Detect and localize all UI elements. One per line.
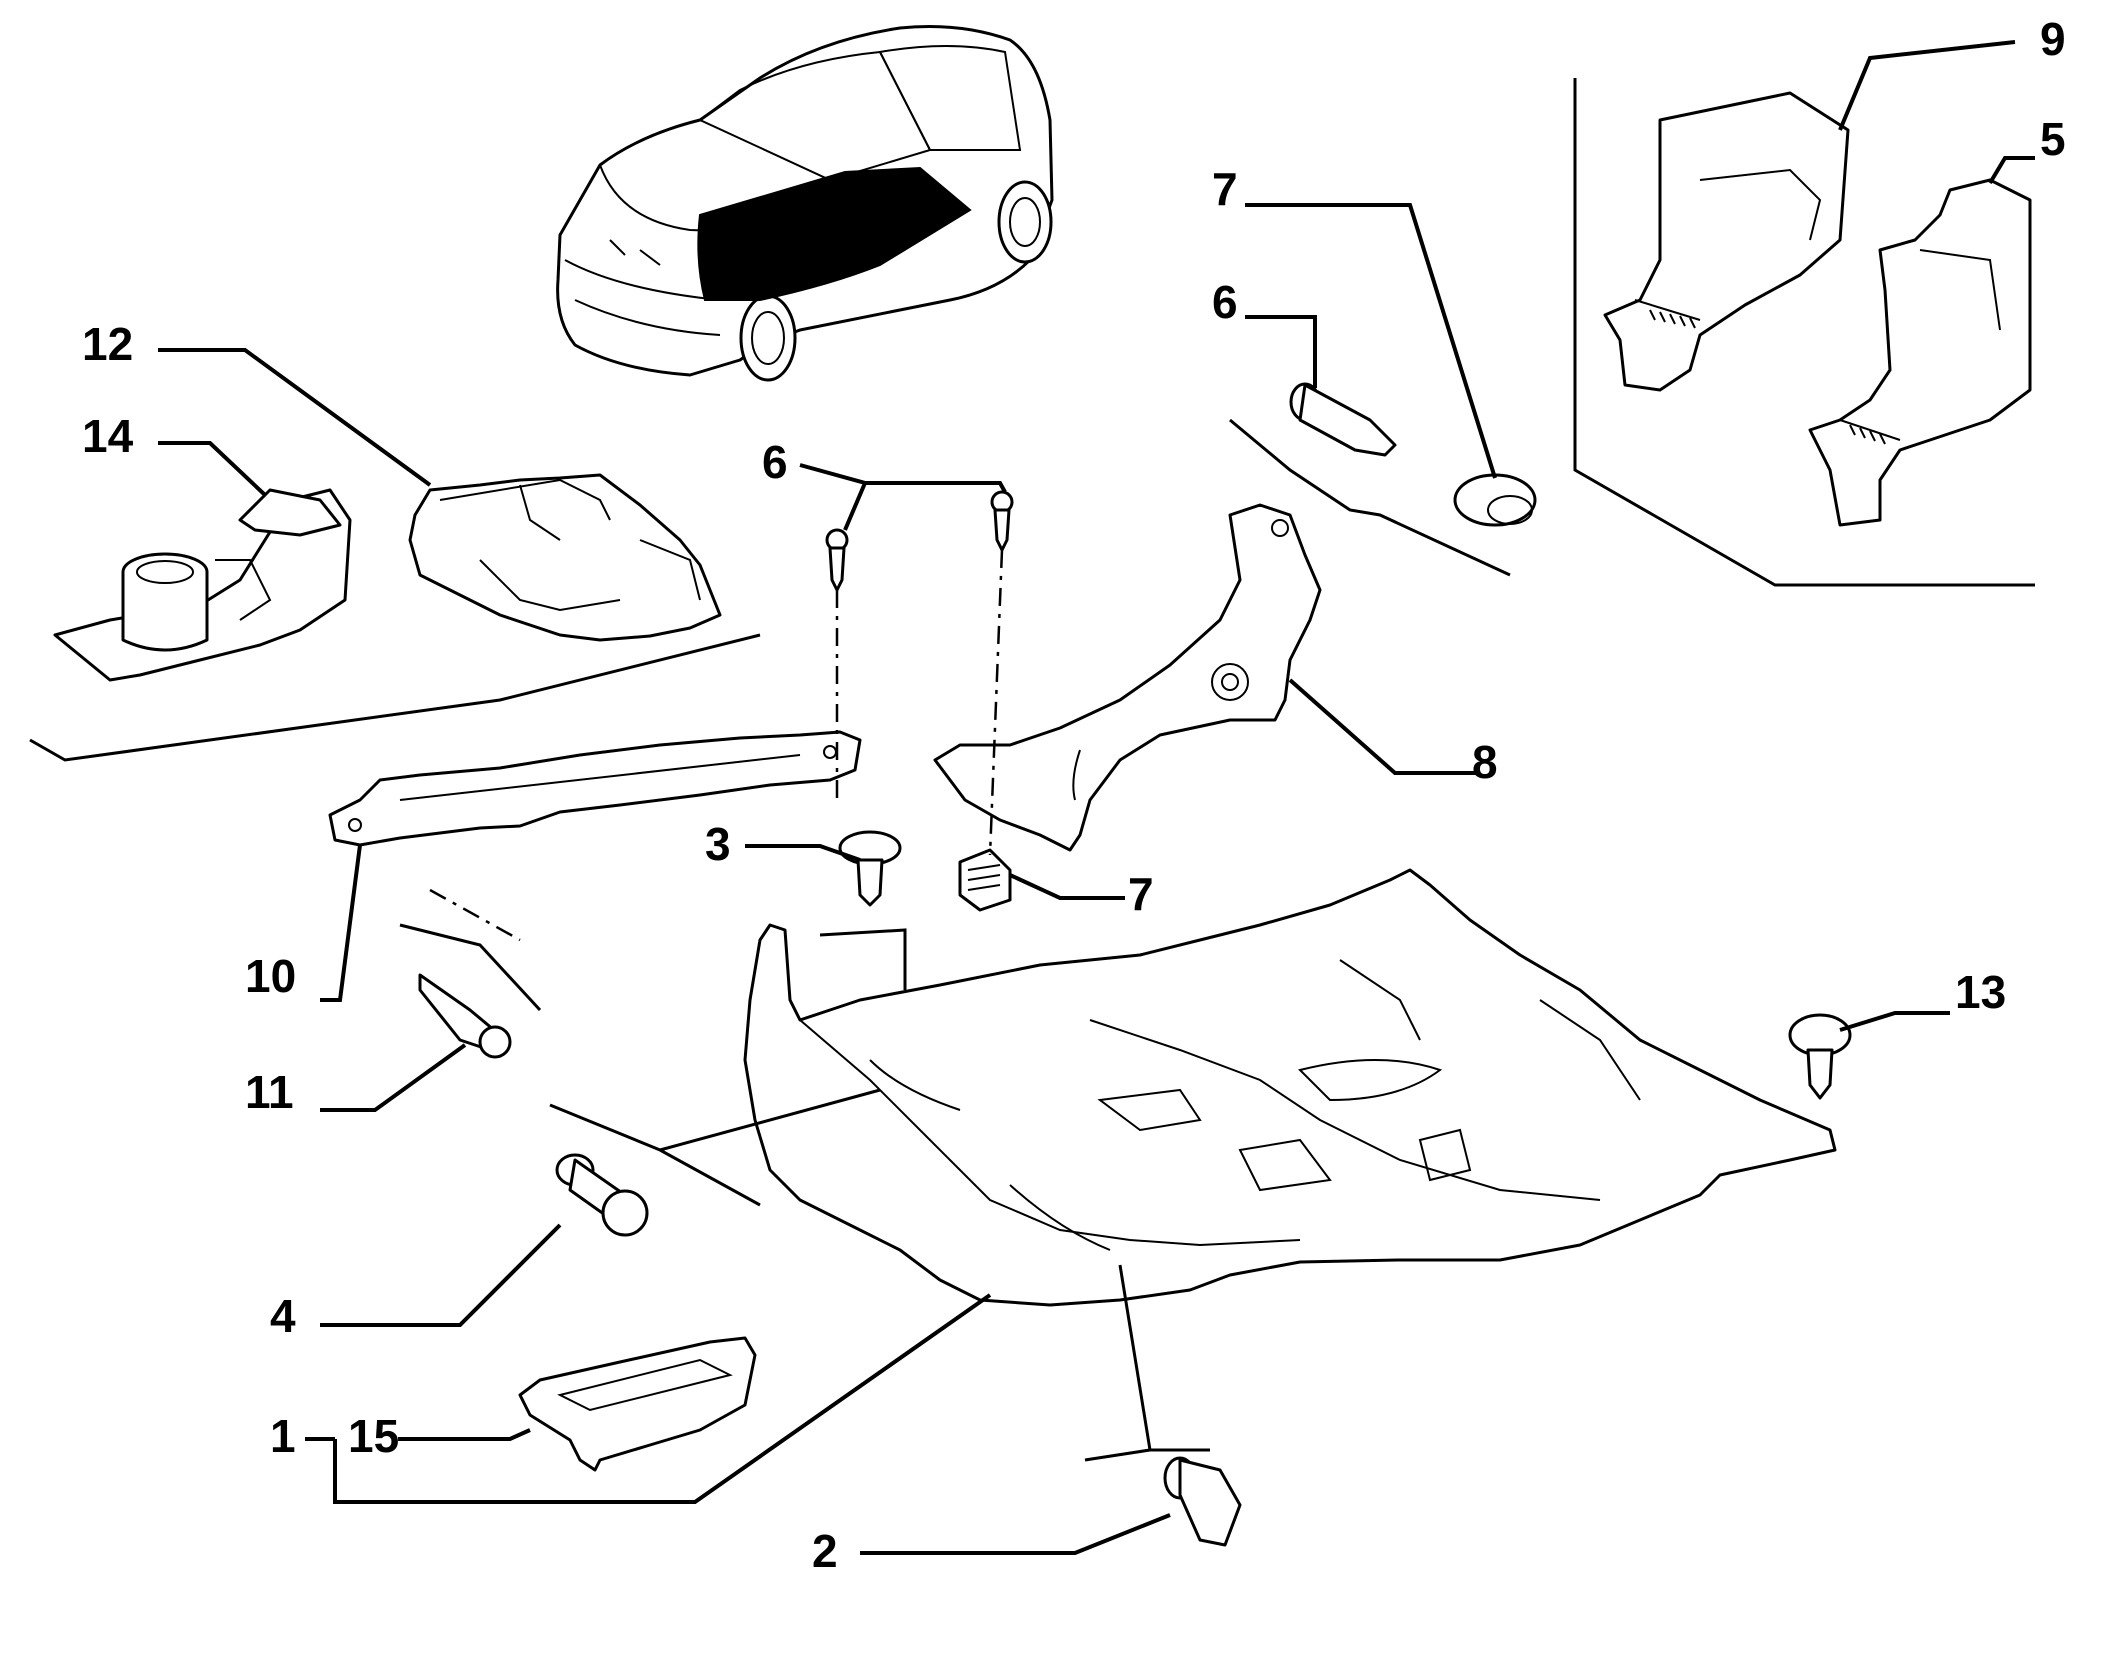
part-7-grommet-mid [958, 848, 1012, 912]
part-8-bracket [933, 503, 1322, 852]
part-9-bracket [1603, 91, 1850, 392]
part-5-bracket [1808, 178, 2032, 527]
part-11-screw [418, 973, 512, 1059]
label-7-top: 7 [1212, 163, 1238, 215]
label-10: 10 [245, 950, 296, 1002]
label-6-top: 6 [1212, 276, 1238, 328]
label-4: 4 [270, 1290, 296, 1342]
label-13: 13 [1955, 966, 2006, 1018]
label-14: 14 [82, 410, 134, 462]
leader-lines [29, 40, 2035, 1555]
label-2: 2 [812, 1525, 838, 1577]
label-5: 5 [2040, 113, 2066, 165]
part-2-clip [1163, 1456, 1242, 1547]
car-illustration [556, 25, 1054, 382]
part-14-bracket [53, 488, 352, 682]
label-6-left: 6 [762, 436, 788, 488]
label-9: 9 [2040, 13, 2066, 65]
label-11: 11 [245, 1066, 294, 1118]
label-3: 3 [705, 818, 731, 870]
part-4-plug [555, 1153, 649, 1237]
part-1-floor-mat [743, 868, 1837, 1307]
part-10-strip [328, 730, 862, 847]
part-6-screw-right [990, 490, 1014, 552]
part-7-grommet-top [1453, 473, 1537, 527]
label-1: 1 [270, 1410, 296, 1462]
part-13-clip [1788, 1013, 1852, 1100]
label-8: 8 [1472, 736, 1498, 788]
label-15: 15 [348, 1410, 399, 1462]
part-15-pad [518, 1336, 757, 1472]
label-7-mid: 7 [1128, 868, 1154, 920]
part-3-push-clip [838, 830, 902, 907]
part-12-bracket [408, 473, 722, 642]
part-6-screw-left [825, 528, 849, 592]
label-12: 12 [82, 318, 133, 370]
part-6-screw-top [1289, 382, 1397, 457]
